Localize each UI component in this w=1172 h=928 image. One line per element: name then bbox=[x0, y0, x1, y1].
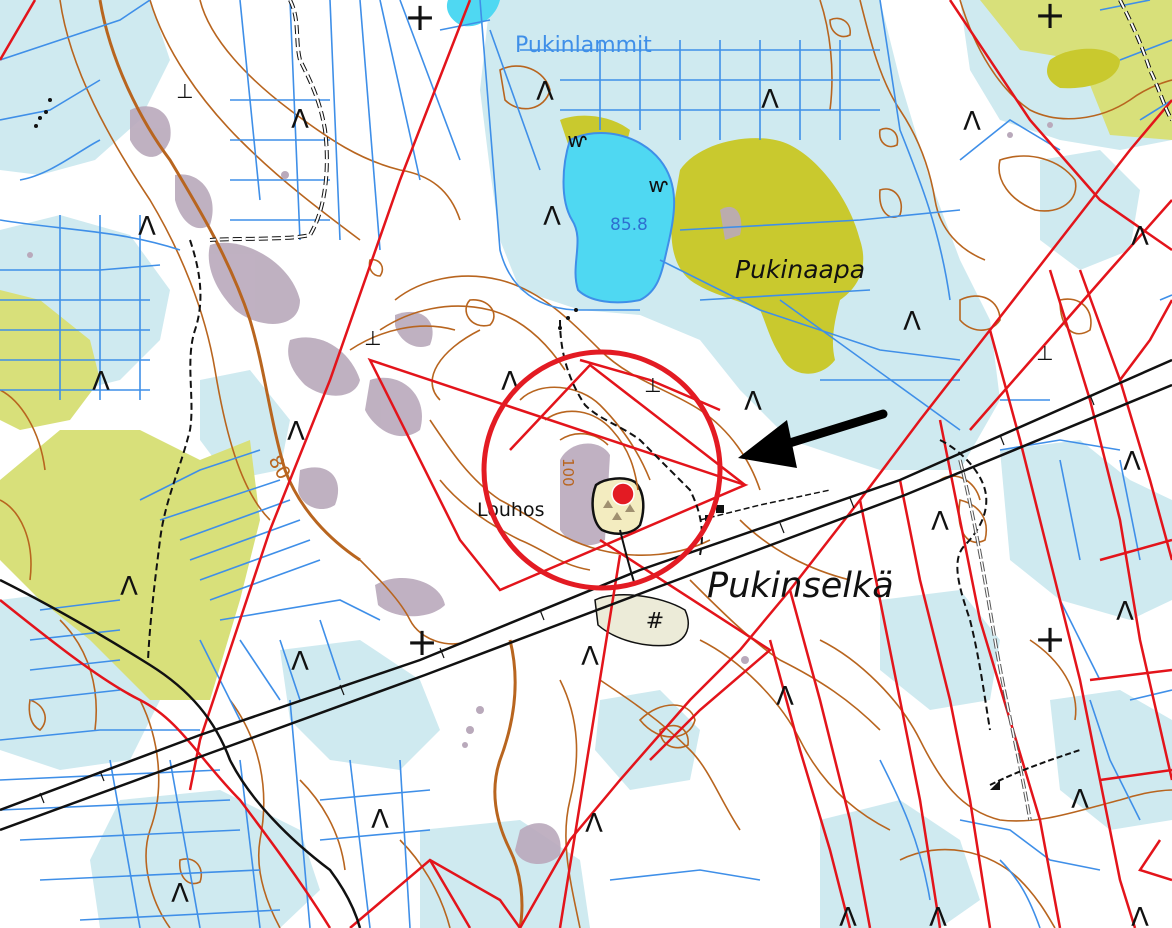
svg-text:Λ: Λ bbox=[1131, 222, 1149, 252]
rock-dots bbox=[27, 122, 1053, 748]
label-pukinaapa: Pukinaapa bbox=[735, 255, 865, 284]
svg-text:Λ: Λ bbox=[291, 105, 309, 135]
svg-text:Λ: Λ bbox=[839, 903, 857, 928]
survey-marks: ⊥ ⊥ ⊥ ⊥ bbox=[176, 79, 1053, 397]
svg-text:Λ: Λ bbox=[1131, 903, 1149, 928]
road-ticks bbox=[39, 394, 1095, 804]
svg-text:ⱳ: ⱳ bbox=[648, 173, 668, 197]
main-road-south-edge bbox=[0, 383, 1172, 832]
svg-text:Λ: Λ bbox=[585, 809, 603, 839]
svg-text:Λ: Λ bbox=[536, 77, 554, 107]
svg-text:+: + bbox=[404, 0, 436, 39]
svg-text:Λ: Λ bbox=[1116, 597, 1134, 627]
svg-text:Λ: Λ bbox=[371, 805, 389, 835]
forest-symbols: Λ Λ Λ Λ Λ Λ Λ Λ Λ Λ Λ Λ Λ Λ Λ Λ Λ Λ Λ Λ … bbox=[92, 77, 1149, 928]
svg-text:Λ: Λ bbox=[761, 85, 779, 115]
building-symbol: # bbox=[646, 609, 664, 634]
svg-text:+: + bbox=[406, 620, 438, 664]
svg-text:⊥: ⊥ bbox=[176, 79, 193, 103]
svg-text:+: + bbox=[1034, 0, 1066, 37]
open-bog-areas bbox=[0, 0, 1172, 700]
svg-text:Λ: Λ bbox=[931, 507, 949, 537]
label-contour-100: 100 bbox=[559, 458, 577, 487]
svg-text:Λ: Λ bbox=[929, 903, 947, 928]
side-road-west bbox=[0, 578, 362, 928]
svg-text:Λ: Λ bbox=[291, 647, 309, 677]
path-west bbox=[147, 239, 202, 661]
svg-text:Λ: Λ bbox=[963, 107, 981, 137]
label-pukinselka: Pukinselkä bbox=[707, 566, 894, 606]
pond-top bbox=[446, 0, 500, 27]
svg-text:Λ: Λ bbox=[171, 879, 189, 909]
pukinaapa-bog bbox=[671, 138, 864, 374]
svg-text:Λ: Λ bbox=[92, 367, 110, 397]
path-southeast bbox=[989, 749, 1081, 786]
svg-text:+: + bbox=[1034, 617, 1066, 661]
svg-text:ⱳ: ⱳ bbox=[567, 128, 587, 152]
spruce-symbols: + + + + bbox=[404, 0, 1066, 664]
small-symbols bbox=[34, 98, 1000, 790]
svg-text:Λ: Λ bbox=[903, 307, 921, 337]
svg-text:Λ: Λ bbox=[120, 572, 138, 602]
location-marker[interactable] bbox=[611, 482, 635, 506]
svg-text:Λ: Λ bbox=[776, 682, 794, 712]
svg-text:Λ: Λ bbox=[138, 212, 156, 242]
main-road-north-edge bbox=[0, 358, 1172, 812]
svg-text:Λ: Λ bbox=[744, 387, 762, 417]
reed-symbols: ⱳ ⱳ bbox=[567, 128, 668, 197]
svg-text:Λ: Λ bbox=[1123, 447, 1141, 477]
path-to-quarry bbox=[559, 319, 703, 556]
path-east bbox=[939, 439, 991, 731]
lake-pukinlammit[interactable] bbox=[562, 132, 676, 304]
pointer-arrow bbox=[738, 409, 888, 468]
svg-text:⊥: ⊥ bbox=[364, 326, 381, 350]
label-pukinlammit: Pukinlammit bbox=[515, 33, 652, 58]
road-to-building bbox=[699, 489, 831, 521]
svg-text:Λ: Λ bbox=[581, 642, 599, 672]
highlight-circle[interactable] bbox=[481, 349, 723, 591]
svg-text:⊥: ⊥ bbox=[644, 373, 661, 397]
svg-text:Λ: Λ bbox=[543, 202, 561, 232]
svg-text:Λ: Λ bbox=[1071, 785, 1089, 815]
label-lake-elevation: 85.8 bbox=[610, 215, 648, 235]
svg-text:Λ: Λ bbox=[287, 417, 305, 447]
quarry-symbol-dots bbox=[603, 500, 635, 520]
svg-text:⊥: ⊥ bbox=[1036, 341, 1053, 365]
